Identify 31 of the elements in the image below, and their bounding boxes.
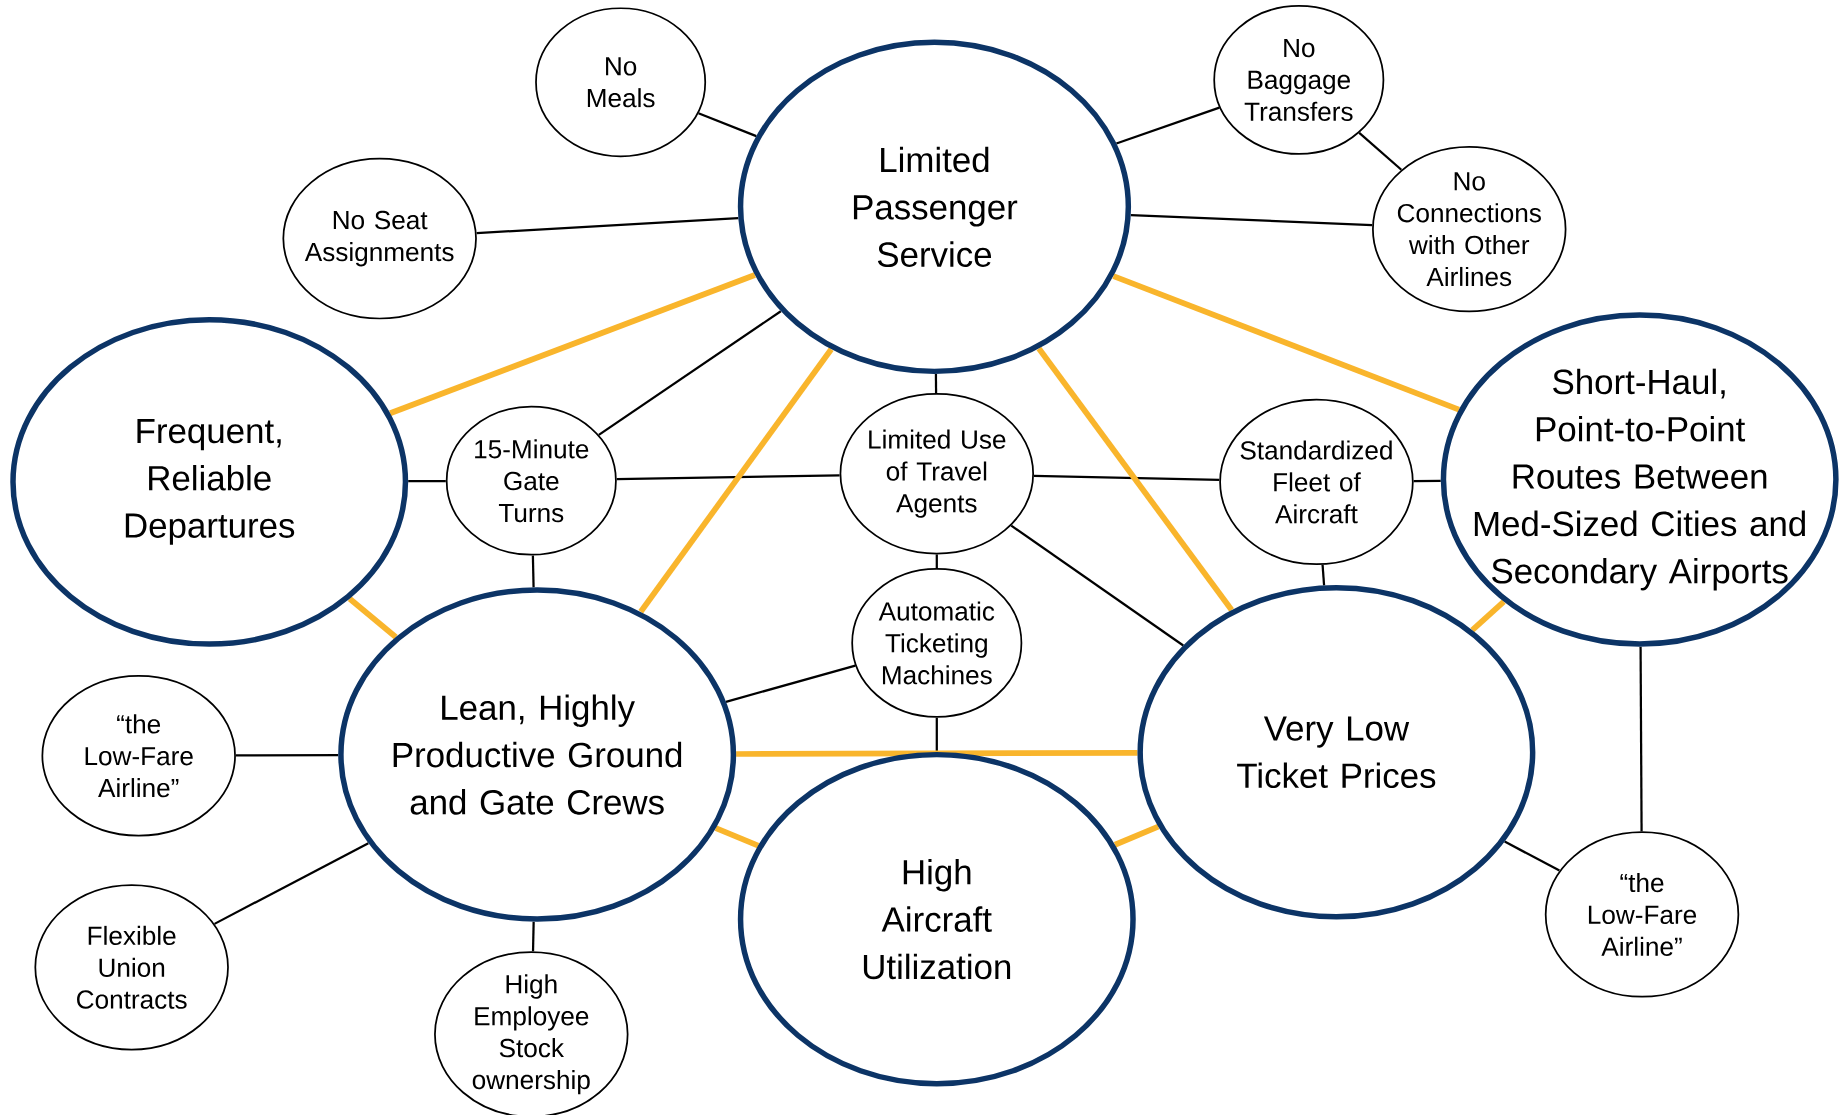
connector-line — [698, 111, 757, 137]
connector-line — [935, 554, 938, 568]
connector-line — [934, 373, 938, 393]
connector-line — [235, 753, 339, 757]
connector-line — [725, 664, 856, 703]
connector-line — [531, 921, 535, 952]
connector-line — [935, 717, 938, 752]
connector-line — [1010, 524, 1184, 647]
connector-line — [531, 555, 535, 588]
connector-line — [1358, 131, 1403, 171]
connector-line — [736, 749, 1138, 757]
connector-line — [1130, 213, 1373, 227]
connector-line — [408, 479, 446, 483]
connector-line — [476, 216, 739, 234]
connector-line — [347, 596, 398, 639]
connector-line — [1036, 346, 1234, 612]
connector-line — [1413, 479, 1441, 483]
connector-line — [1504, 840, 1560, 872]
connector-line — [389, 272, 756, 416]
connector-line — [1112, 273, 1460, 413]
connector-line — [1113, 823, 1160, 848]
connector-line — [714, 825, 760, 848]
connector-line — [214, 841, 369, 925]
connector-line — [1116, 106, 1220, 145]
connector-line — [616, 474, 840, 481]
connector-line — [598, 310, 782, 436]
connector-line — [1033, 474, 1220, 481]
connector-line — [1639, 646, 1643, 832]
connector-line — [1470, 599, 1506, 632]
connector-line — [1321, 564, 1326, 586]
connector-line — [638, 347, 834, 614]
